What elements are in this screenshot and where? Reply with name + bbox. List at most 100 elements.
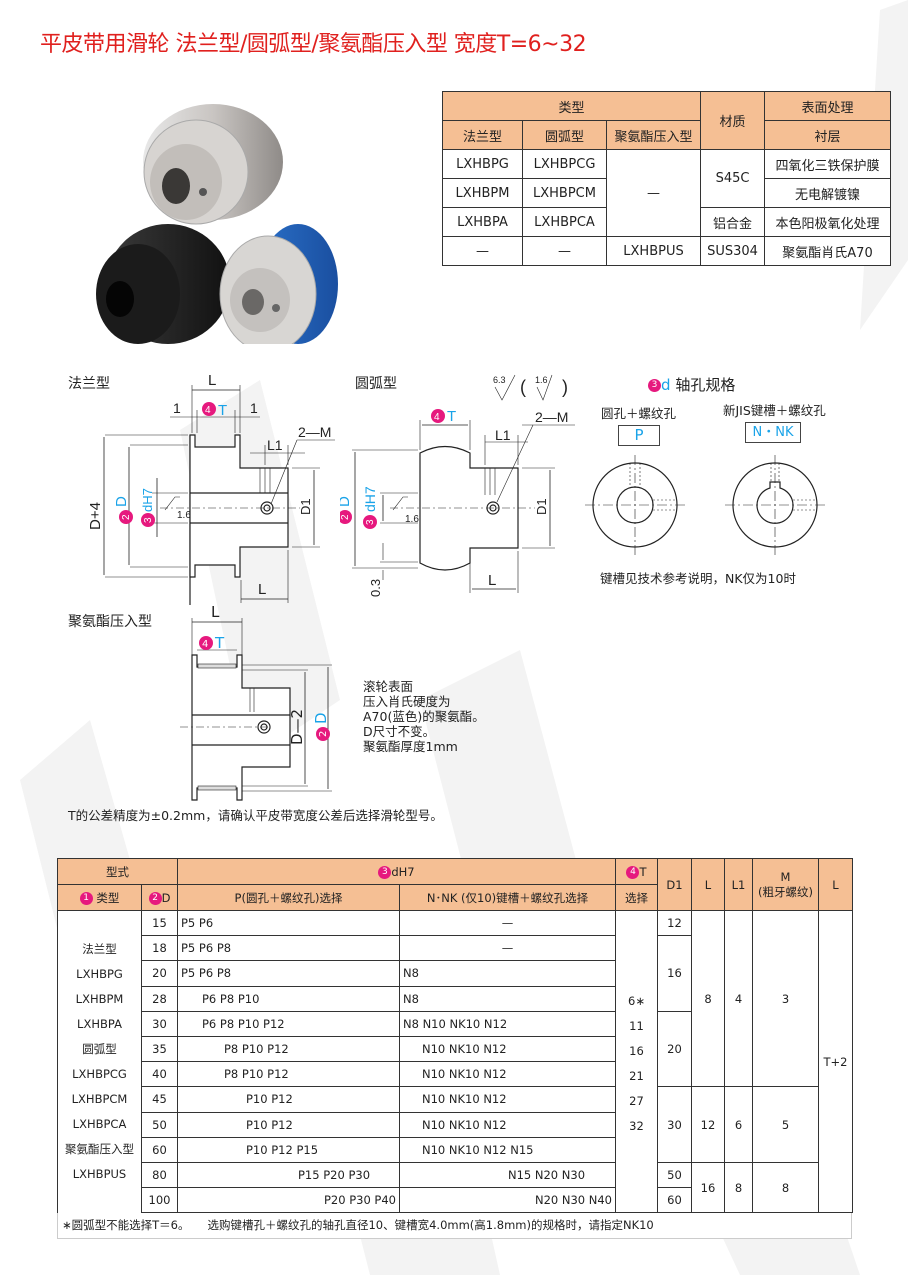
pu-type-drawing: L 4 T D—2 2 D bbox=[180, 603, 332, 801]
code-p-box: P bbox=[618, 425, 660, 446]
black-pulley-photo bbox=[96, 224, 230, 344]
svg-text:D: D bbox=[113, 496, 130, 507]
svg-text:(: ( bbox=[520, 377, 526, 397]
bore-diagrams bbox=[585, 455, 825, 557]
table-row: 45 P10 P12 N10 NK10 N12 30 12 6 5 bbox=[58, 1086, 853, 1163]
round-hole-label: 圆孔＋螺纹孔 bbox=[601, 406, 677, 421]
svg-text:1.6: 1.6 bbox=[177, 510, 191, 521]
product-photos bbox=[96, 104, 338, 344]
svg-text:4: 4 bbox=[434, 412, 440, 423]
svg-text:dH7: dH7 bbox=[140, 488, 155, 512]
svg-text:1.6: 1.6 bbox=[535, 375, 548, 385]
svg-text:): ) bbox=[562, 377, 568, 397]
pu-pulley-photo bbox=[219, 224, 338, 344]
type-table: 类型 材质 表面处理 法兰型 圆弧型 聚氨酯压入型 衬层 LXHBPG LXHB… bbox=[442, 91, 891, 266]
svg-text:3: 3 bbox=[365, 519, 376, 525]
svg-text:T: T bbox=[214, 634, 225, 652]
flange-type-label: 法兰型 bbox=[68, 376, 110, 392]
svg-text:2—M: 2—M bbox=[535, 409, 568, 425]
jis-keyway-label: 新JIS键槽＋螺纹孔 bbox=[723, 403, 826, 418]
svg-text:2: 2 bbox=[121, 514, 132, 520]
svg-text:2: 2 bbox=[340, 514, 351, 520]
keyway-hole-diagram bbox=[725, 455, 825, 557]
header-material: 材质 bbox=[700, 91, 765, 150]
svg-text:dH7: dH7 bbox=[362, 486, 378, 512]
pu-surface-note: 滚轮表面 压入肖氏硬度为 A70(蓝色)的聚氨酯。 D尺寸不变。 聚氨酯厚度1m… bbox=[363, 679, 485, 754]
cell-surface: 四氧化三铁保护膜 bbox=[764, 149, 891, 179]
cell-arc: LXHBPCG bbox=[522, 149, 607, 179]
header-flange: 法兰型 bbox=[442, 120, 523, 150]
svg-text:D: D bbox=[312, 712, 330, 724]
cell-flange: LXHBPA bbox=[442, 207, 523, 237]
header-type: 1 类型 bbox=[57, 884, 142, 911]
table-row: 80 P15 P20 P30 N15 N20 N30 50 16 8 8 bbox=[58, 1161, 853, 1214]
header-pu: 聚氨酯压入型 bbox=[606, 120, 701, 150]
header-d1: D1 bbox=[657, 858, 692, 911]
svg-text:T: T bbox=[218, 402, 227, 419]
header-surface: 表面处理 bbox=[764, 91, 891, 121]
svg-text:T: T bbox=[447, 408, 456, 425]
svg-text:L: L bbox=[208, 372, 216, 389]
svg-text:1.6: 1.6 bbox=[405, 514, 419, 525]
svg-text:1: 1 bbox=[173, 400, 181, 416]
cell-arc: LXHBPCM bbox=[522, 178, 607, 208]
svg-text:L1: L1 bbox=[495, 427, 511, 443]
svg-text:D1: D1 bbox=[298, 498, 313, 515]
header-l1: L1 bbox=[724, 858, 753, 911]
type-column: 法兰型 LXHBPG LXHBPM LXHBPA 圆弧型 LXHBPCG LXH… bbox=[57, 910, 142, 1213]
footnote: ∗圆弧型不能选择T＝6。选购键槽孔＋螺纹孔的轴孔直径10、键槽宽4.0mm(高1… bbox=[57, 1213, 852, 1239]
round-hole-diagram bbox=[585, 455, 685, 557]
tolerance-note: T的公差精度为±0.2mm，请确认平皮带宽度公差后选择滑轮型号。 bbox=[68, 808, 443, 823]
svg-text:L: L bbox=[211, 603, 220, 621]
header-n-select: N･NK (仅10)键槽＋螺纹孔选择 bbox=[399, 884, 616, 911]
header-model: 型式 bbox=[57, 858, 178, 885]
header-l2: L bbox=[818, 858, 853, 911]
keyway-note: 键槽见技术参考说明，NK仅为10时 bbox=[600, 571, 796, 586]
svg-text:1: 1 bbox=[250, 400, 258, 416]
cell-surface: 聚氨酯肖氏A70 bbox=[764, 236, 891, 266]
header-type: 类型 bbox=[442, 91, 701, 121]
cell-material: S45C bbox=[700, 149, 765, 208]
arc-type-drawing: 6.3 1.6 ( ) 4 T 2—M L1 1.6 L 2 D 3 dH7 D… bbox=[340, 374, 575, 597]
svg-text:0.3: 0.3 bbox=[368, 579, 383, 597]
cell-flange: LXHBPM bbox=[442, 178, 523, 208]
svg-text:D—2: D—2 bbox=[288, 709, 306, 745]
svg-text:D1: D1 bbox=[534, 498, 549, 515]
flange-pulley-photo bbox=[143, 104, 283, 225]
cell-pu: LXHBPUS bbox=[606, 236, 701, 266]
pu-type-label: 聚氨酯压入型 bbox=[68, 614, 152, 630]
svg-text:6.3: 6.3 bbox=[493, 375, 506, 385]
code-n-nk-box: N・NK bbox=[745, 422, 801, 443]
table-row: 法兰型 LXHBPG LXHBPM LXHBPA 圆弧型 LXHBPCG LXH… bbox=[57, 909, 853, 1214]
header-l: L bbox=[691, 858, 725, 911]
cell-flange: — bbox=[442, 236, 523, 266]
cell-pu: — bbox=[606, 149, 701, 237]
cell-surface: 无电解镀镍 bbox=[764, 178, 891, 208]
cell-material: SUS304 bbox=[700, 236, 765, 266]
header-m: M(粗牙螺纹) bbox=[752, 858, 819, 911]
header-lining: 衬层 bbox=[764, 120, 891, 150]
cell-surface: 本色阳极氧化处理 bbox=[764, 207, 891, 237]
svg-text:2: 2 bbox=[318, 731, 329, 737]
header-arc: 圆弧型 bbox=[522, 120, 607, 150]
cell-flange: LXHBPG bbox=[442, 149, 523, 179]
arc-type-label: 圆弧型 bbox=[355, 376, 397, 392]
number-3-badge: 3 bbox=[648, 379, 661, 392]
svg-text:3: 3 bbox=[143, 517, 154, 523]
flange-type-drawing: L 1 1 4 T 2—M L1 1.6 L D+4 2 D 3 dH7 D1 bbox=[87, 372, 335, 605]
svg-text:L: L bbox=[488, 572, 496, 589]
header-p-select: P(圆孔＋螺纹孔)选择 bbox=[177, 884, 400, 911]
svg-text:4: 4 bbox=[205, 405, 211, 416]
cell-arc: — bbox=[522, 236, 607, 266]
svg-text:L1: L1 bbox=[267, 437, 283, 453]
svg-text:2—M: 2—M bbox=[298, 424, 331, 440]
svg-text:L: L bbox=[258, 581, 266, 598]
svg-text:4: 4 bbox=[202, 639, 208, 650]
svg-text:D: D bbox=[340, 496, 353, 507]
page-title: 平皮带用滑轮 法兰型/圆弧型/聚氨酯压入型 宽度T=6~32 bbox=[40, 32, 587, 57]
